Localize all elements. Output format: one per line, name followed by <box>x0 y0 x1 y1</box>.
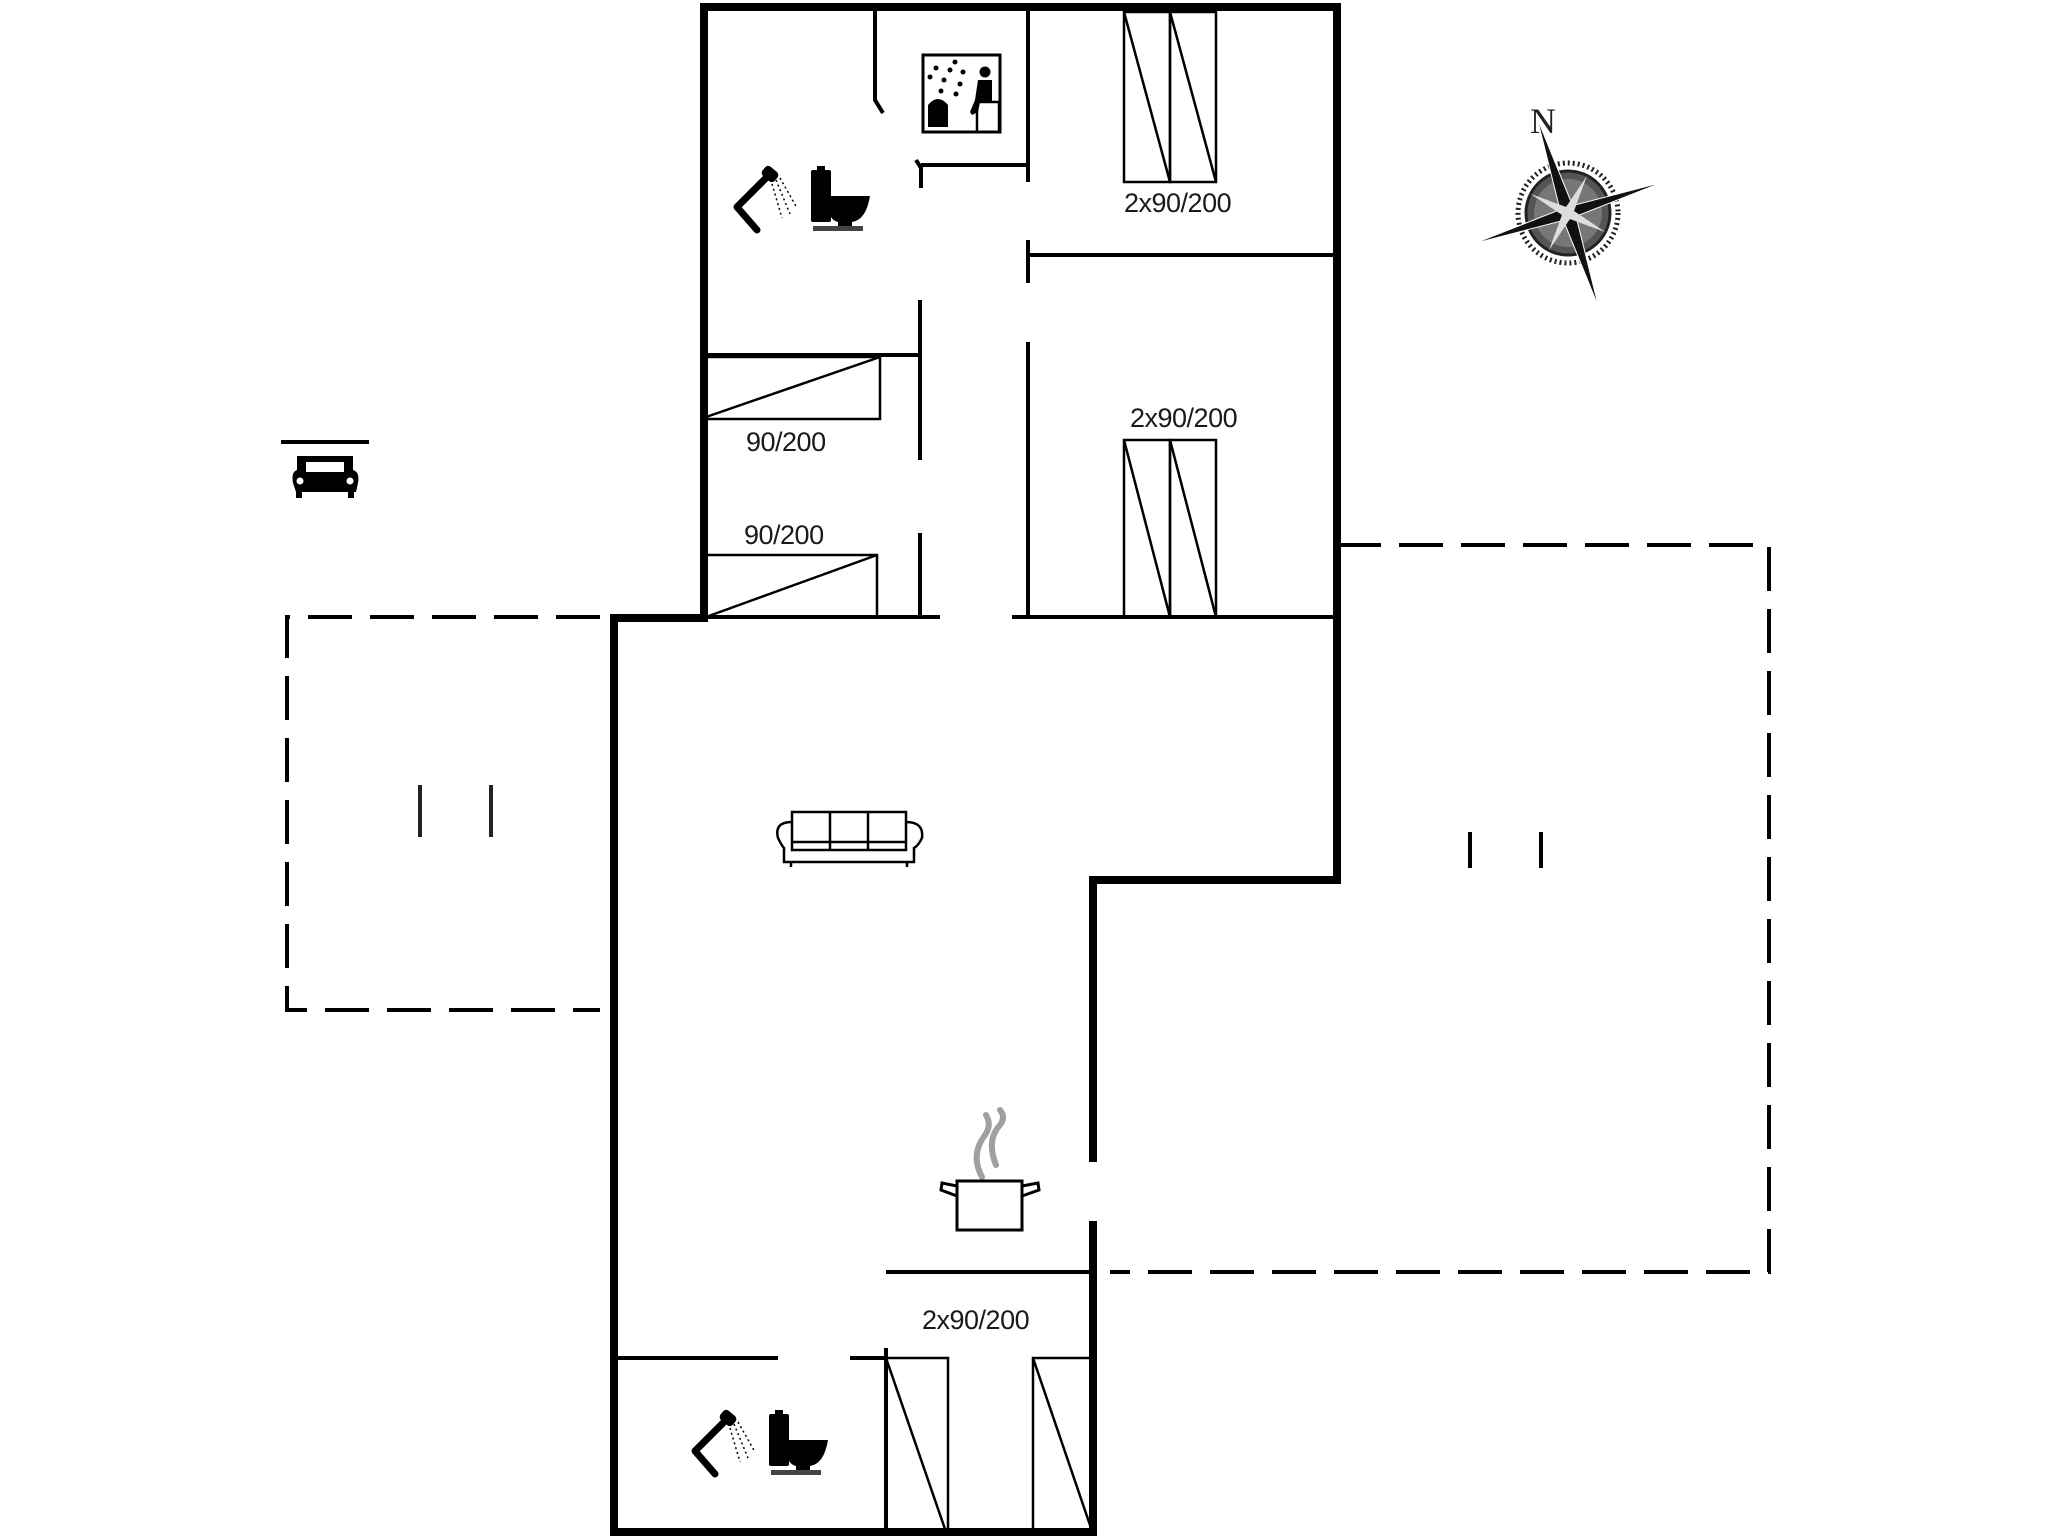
terrace-west <box>285 615 600 1012</box>
bed-label-s: 2x90/200 <box>922 1305 1030 1335</box>
bed-e <box>1122 438 1218 619</box>
bed-label-ne: 2x90/200 <box>1124 188 1232 218</box>
bed-s <box>884 1356 1095 1534</box>
bed-w1 <box>704 355 882 421</box>
terrace-west-steps <box>418 785 493 837</box>
terrace-east-steps <box>1468 832 1543 868</box>
shower-icon-upper <box>733 165 798 234</box>
compass-icon <box>1472 117 1664 309</box>
cooking-pot-icon <box>939 1107 1041 1232</box>
bed-label-w2: 90/200 <box>744 520 824 550</box>
sofa-icon <box>776 810 924 867</box>
carport-icon <box>281 440 369 498</box>
bed-label-e: 2x90/200 <box>1130 403 1238 433</box>
toilet-icon-lower <box>769 1410 828 1475</box>
toilet-icon-upper <box>811 166 870 231</box>
bed-ne <box>1122 10 1218 184</box>
outer-walls <box>610 3 1341 1536</box>
compass-north-label: N <box>1530 101 1556 141</box>
sauna-icon <box>921 53 1002 134</box>
terrace-east <box>1110 543 1771 1274</box>
shower-icon-lower <box>691 1409 756 1478</box>
bed-w2 <box>704 553 879 619</box>
bed-label-w1: 90/200 <box>746 427 826 457</box>
